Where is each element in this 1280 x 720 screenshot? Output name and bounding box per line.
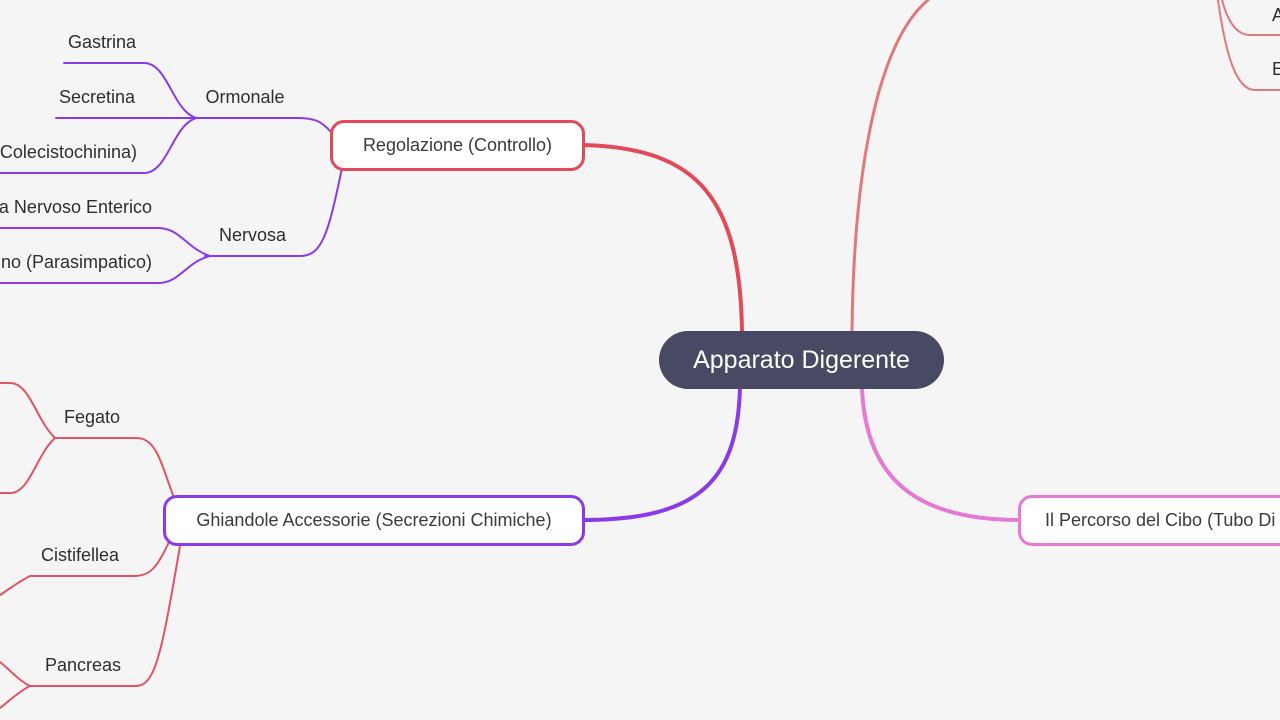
leaf-top-item-e[interactable]: E <box>1272 59 1280 79</box>
connector-pancreas <box>29 545 181 687</box>
root-node[interactable]: Apparato Digerente <box>659 331 944 389</box>
leaf-gastrina[interactable]: Gastrina <box>67 32 137 52</box>
connector-percorso <box>860 386 1022 522</box>
label-fegato[interactable]: Fegato <box>63 407 121 427</box>
label-cistifellea[interactable]: Cistifellea <box>40 545 120 565</box>
connector-pancreas-sub-2 <box>0 685 31 709</box>
connector-parasimpatico <box>0 255 211 284</box>
connector-colecistochinina <box>0 117 197 174</box>
connector-cistifellea-sub <box>0 575 31 596</box>
connector-enterico <box>0 227 211 257</box>
node-percorso[interactable]: Il Percorso del Cibo (Tubo Di <box>1018 495 1280 546</box>
connector-gastrina <box>63 62 197 119</box>
node-regolazione[interactable]: Regolazione (Controllo) <box>330 120 585 171</box>
connector-fegato <box>54 437 175 499</box>
connector-regolazione <box>581 143 744 334</box>
connector-fegato-sub-1 <box>0 382 56 439</box>
connector-cistifellea <box>29 539 171 577</box>
connector-top-item-e <box>1217 0 1280 91</box>
leaf-secretina[interactable]: Secretina <box>58 87 136 107</box>
label-pancreas[interactable]: Pancreas <box>44 655 122 675</box>
connector-ormonale <box>179 117 333 134</box>
connector-top-branch <box>850 0 930 332</box>
connector-top-item-a <box>1221 0 1280 36</box>
leaf-sistema-nervoso-enterico[interactable]: a Nervoso Enterico <box>0 197 152 217</box>
label-nervosa[interactable]: Nervosa <box>218 225 287 245</box>
connector-ghiandole <box>581 384 742 522</box>
connector-nervosa <box>204 167 343 257</box>
node-ghiandole[interactable]: Ghiandole Accessorie (Secrezioni Chimich… <box>163 495 585 546</box>
leaf-top-item-a[interactable]: A <box>1272 5 1280 25</box>
connector-fegato-sub-2 <box>0 437 56 494</box>
leaf-colecistochinina[interactable]: Colecistochinina) <box>0 142 137 162</box>
label-ormonale[interactable]: Ormonale <box>205 87 285 107</box>
connector-pancreas-sub-1 <box>0 661 31 687</box>
leaf-parasimpatico[interactable]: no (Parasimpatico) <box>0 252 152 272</box>
